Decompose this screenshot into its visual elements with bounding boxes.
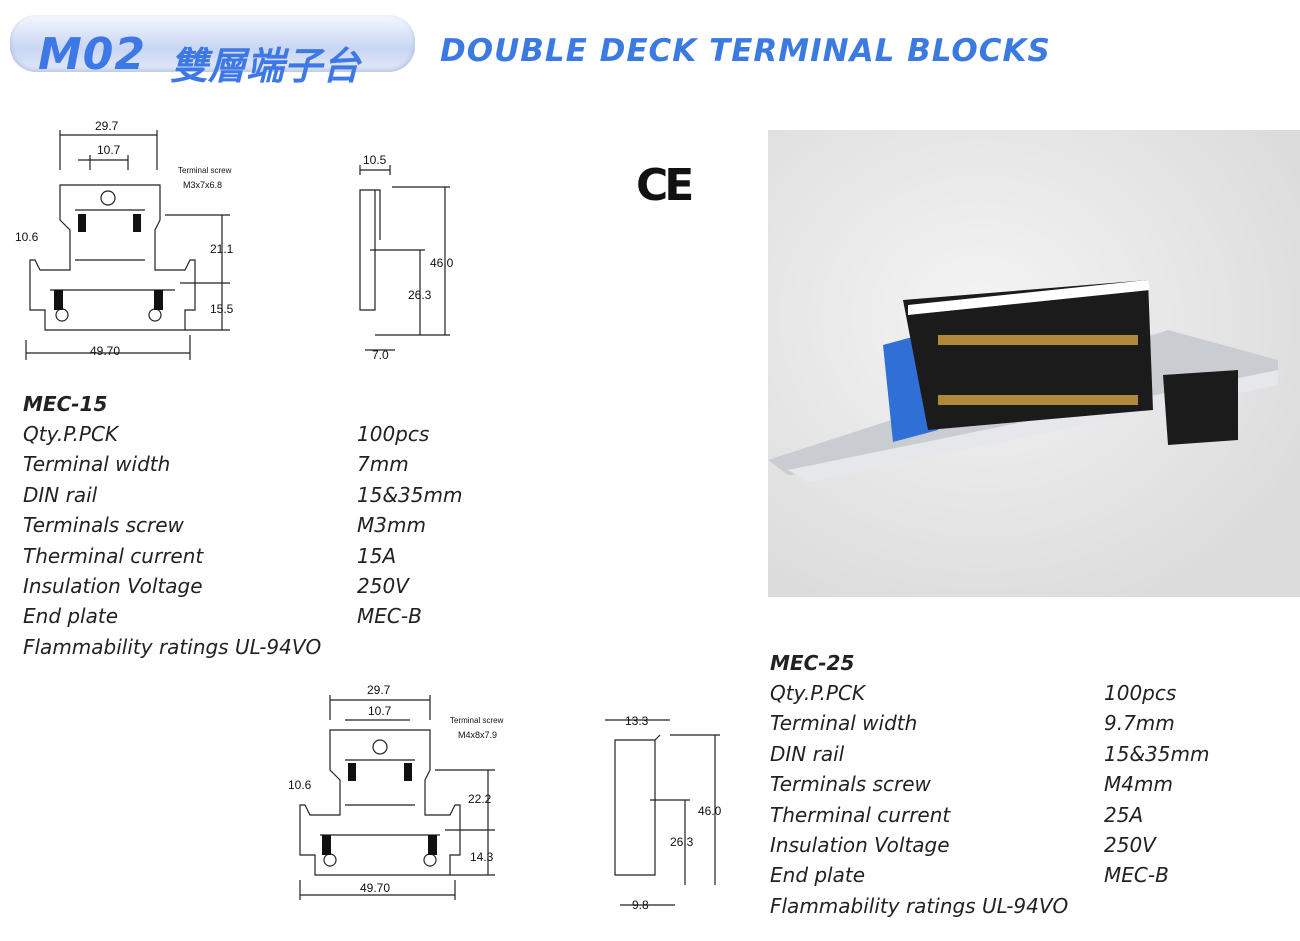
dim-side-width: 9.8 xyxy=(632,898,649,912)
spec-row: Flammability ratings UL-94VO xyxy=(23,635,503,665)
spec-label: Terminals screw xyxy=(770,772,931,797)
dim-lower-height: 15.5 xyxy=(210,302,234,316)
spec-title: MEC-25 xyxy=(770,651,855,675)
terminal-block-illustration xyxy=(768,280,1278,482)
spec-value: 250V xyxy=(1104,832,1156,857)
dim-base-width: 49.70 xyxy=(360,881,390,895)
dim-side-top: 10.5 xyxy=(363,153,387,167)
spec-row: Terminals screw M3mm xyxy=(23,513,503,543)
dim-inner-width: 10.7 xyxy=(368,704,392,718)
dim-lower-height: 14.3 xyxy=(470,850,494,864)
title-banner: M02 雙層端子台 xyxy=(10,15,415,88)
dim-side-width: 7.0 xyxy=(372,348,389,362)
spec-value: 15&35mm xyxy=(1104,741,1210,766)
dim-left: 10.6 xyxy=(15,230,39,244)
spec-label: Flammability ratings UL-94VO xyxy=(23,634,322,659)
dim-side-lower: 26.3 xyxy=(670,835,694,849)
spec-label: DIN rail xyxy=(770,741,845,766)
dim-top-width: 29.7 xyxy=(95,119,119,133)
spec-value: MEC-B xyxy=(357,604,422,629)
dim-side-height: 46.0 xyxy=(698,804,722,818)
dim-side-lower: 26.3 xyxy=(408,288,432,302)
dim-top-width: 29.7 xyxy=(367,683,391,697)
spec-row: DIN rail 15&35mm xyxy=(23,483,503,513)
spec-row: End plate MEC-B xyxy=(23,604,503,634)
spec-row: Terminals screw M4mm xyxy=(770,772,1270,802)
spec-value: 100pcs xyxy=(1104,681,1177,705)
dim-base-width: 49.70 xyxy=(90,344,120,358)
spec-row: Insulation Voltage 250V xyxy=(770,833,1270,863)
spec-value: 7mm xyxy=(357,452,409,477)
spec-row: Therminal current 25A xyxy=(770,803,1270,833)
spec-label: Qty.P.PCK xyxy=(23,422,119,446)
spec-label: Terminals screw xyxy=(23,513,184,538)
spec-row: Therminal current 15A xyxy=(23,544,503,574)
mec15-spec-table: MEC-15 Qty.P.PCK 100pcs Terminal width 7mm… xyxy=(23,392,503,665)
screw-size: M3x7x6.8 xyxy=(183,180,222,190)
screw-label: Terminal screw xyxy=(450,716,504,725)
mec25-drawing: 29.7 10.7 Terminal screw M4x8x7.9 10.6 2… xyxy=(288,683,722,912)
dim-inner-width: 10.7 xyxy=(97,143,121,157)
mec15-drawing: 29.7 10.7 Terminal screw M3x7x6.8 10.6 2… xyxy=(15,119,454,362)
spec-row: Flammability ratings UL-94VO xyxy=(770,894,1270,924)
spec-label: Insulation Voltage xyxy=(770,832,950,857)
spec-value: 15&35mm xyxy=(357,482,463,507)
spec-label: End plate xyxy=(770,863,866,888)
spec-value: M3mm xyxy=(357,513,426,538)
spec-label: Insulation Voltage xyxy=(23,573,203,598)
spec-row: End plate MEC-B xyxy=(770,863,1270,893)
chinese-title: 雙層端子台 xyxy=(170,43,361,88)
mec25-spec-table: MEC-25 Qty.P.PCK 100pcs Terminal width 9.7… xyxy=(770,651,1270,924)
spec-label: Terminal width xyxy=(770,711,918,736)
spec-title: MEC-15 xyxy=(23,392,108,416)
screw-size: M4x8x7.9 xyxy=(458,730,497,740)
dim-upper-height: 22.2 xyxy=(468,792,492,806)
spec-value: M4mm xyxy=(1104,772,1173,797)
model-code: M02 xyxy=(38,29,147,80)
spec-row: Qty.P.PCK 100pcs xyxy=(770,681,1270,711)
spec-label: Terminal width xyxy=(23,452,171,477)
spec-value: MEC-B xyxy=(1104,863,1169,888)
spec-row: DIN rail 15&35mm xyxy=(770,742,1270,772)
dim-left: 10.6 xyxy=(288,778,312,792)
product-photo xyxy=(768,130,1300,597)
spec-row: Terminal width 7mm xyxy=(23,452,503,482)
spec-value: 25A xyxy=(1104,802,1144,827)
spec-row: Qty.P.PCK 100pcs xyxy=(23,422,503,452)
spec-label: DIN rail xyxy=(23,482,98,507)
dim-upper-height: 21.1 xyxy=(210,242,234,256)
page-title: DOUBLE DECK TERMINAL BLOCKS xyxy=(440,33,1051,69)
spec-value: 250V xyxy=(357,573,409,598)
dim-side-top: 13.3 xyxy=(625,714,649,728)
spec-label: End plate xyxy=(23,604,119,629)
spec-label: Therminal current xyxy=(23,543,204,568)
dim-side-height: 46.0 xyxy=(430,256,454,270)
spec-value: 9.7mm xyxy=(1104,711,1175,736)
spec-label: Flammability ratings UL-94VO xyxy=(770,893,1069,918)
spec-row: Terminal width 9.7mm xyxy=(770,711,1270,741)
spec-value: 100pcs xyxy=(357,422,430,446)
spec-label: Qty.P.PCK xyxy=(770,681,866,705)
spec-row: Insulation Voltage 250V xyxy=(23,574,503,604)
spec-value: 15A xyxy=(357,543,397,568)
screw-label: Terminal screw xyxy=(178,166,232,175)
spec-label: Therminal current xyxy=(770,802,951,827)
ce-mark-icon: CE xyxy=(636,160,694,211)
